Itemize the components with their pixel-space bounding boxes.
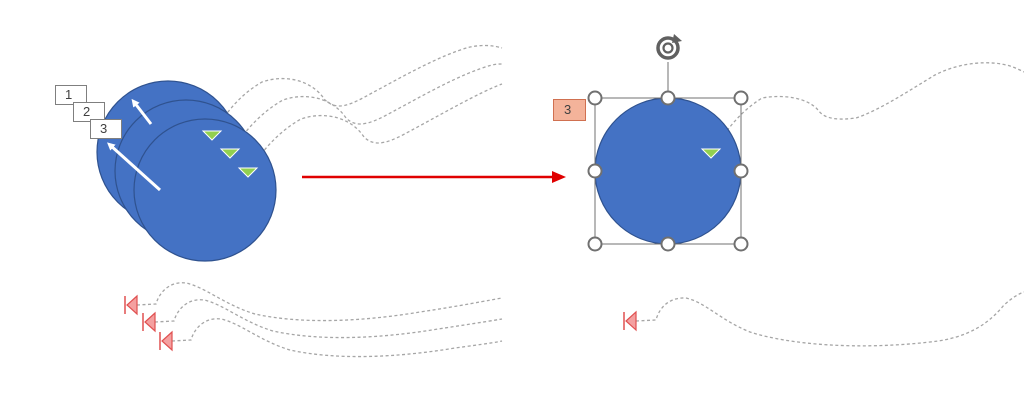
animation-tag-3[interactable]: 3 (90, 119, 122, 139)
left-motion-paths (211, 44, 503, 173)
motion-path-6[interactable] (171, 318, 503, 358)
triangle-left-icon (124, 294, 138, 316)
motion-path-5[interactable] (154, 299, 503, 339)
left-lower-motion-paths (136, 282, 503, 358)
resize-handle-top-right[interactable] (733, 90, 749, 106)
resize-handle-bottom-left[interactable] (587, 236, 603, 252)
left-shapes (96, 80, 277, 262)
circle-shape-3[interactable] (133, 118, 277, 262)
triangle-down-icon (201, 130, 223, 141)
triangle-left-icon (142, 311, 156, 333)
triangle-left-icon (159, 330, 173, 352)
left-path-start-markers (201, 130, 259, 178)
circle-shape-selected[interactable] (594, 97, 742, 245)
triangle-down-icon (237, 167, 259, 178)
left-direction-arrows (107, 98, 162, 192)
resize-handle-left[interactable] (587, 163, 603, 179)
motion-path-1[interactable] (211, 44, 503, 136)
motion-path-2[interactable] (229, 63, 503, 154)
animation-tag-1[interactable]: 1 (55, 85, 87, 105)
animation-tag-2[interactable]: 2 (73, 102, 105, 122)
direction-arrow-3 (107, 142, 162, 192)
motion-path-lower-merged[interactable] (635, 291, 1024, 347)
animation-tag-selected[interactable]: 3 (553, 99, 586, 121)
resize-handle-top-left[interactable] (587, 90, 603, 106)
resize-handle-top[interactable] (660, 90, 676, 106)
motion-path-3[interactable] (247, 83, 503, 173)
direction-arrow-1 (131, 98, 153, 125)
resize-handle-bottom-right[interactable] (733, 236, 749, 252)
selection-frame (587, 34, 749, 252)
triangle-left-icon (623, 310, 637, 332)
triangle-down-icon (219, 148, 241, 159)
resize-handle-bottom[interactable] (660, 236, 676, 252)
motion-path-merged[interactable] (710, 62, 1024, 154)
rotate-icon[interactable] (656, 34, 682, 60)
motion-path-4[interactable] (136, 282, 503, 322)
resize-handle-right[interactable] (733, 163, 749, 179)
left-path-end-markers (124, 294, 173, 352)
triangle-down-icon (700, 148, 722, 159)
